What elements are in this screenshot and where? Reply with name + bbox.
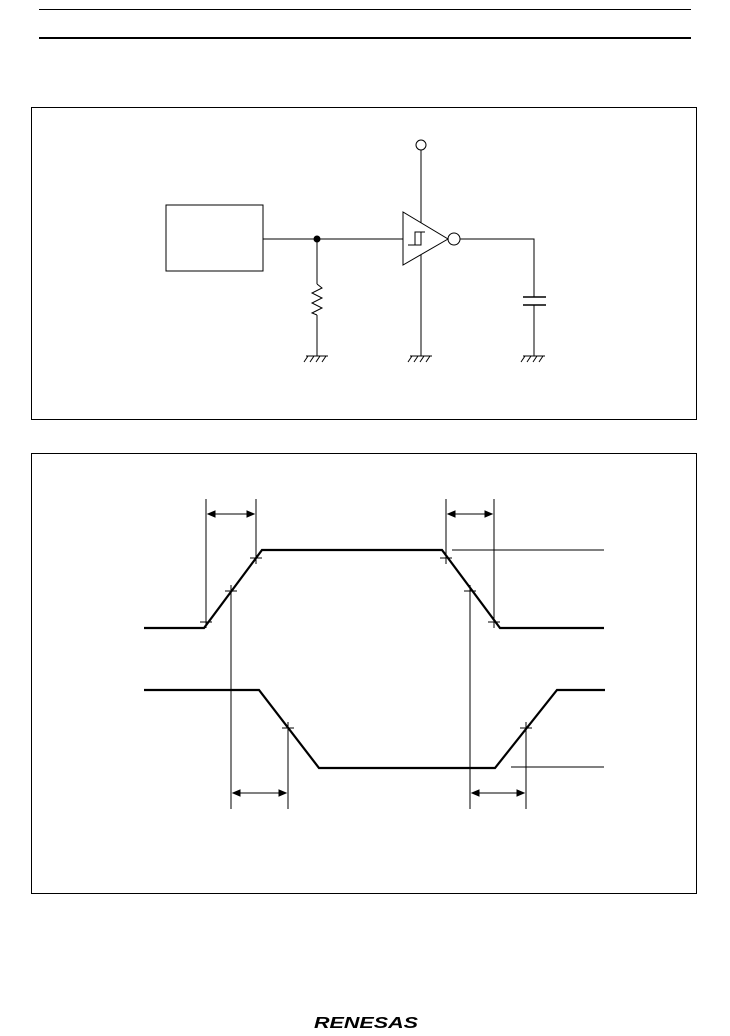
- header-thin-rule: [39, 9, 691, 10]
- rise-time-dimension: [206, 510, 256, 518]
- timing-diagram: [144, 499, 605, 809]
- resistor-icon: [310, 239, 324, 356]
- renesas-logo: RENESAS: [314, 1015, 418, 1032]
- inverter-bubble: [447, 232, 461, 246]
- timing-figure-frame: [31, 453, 697, 894]
- supply-terminal: [415, 139, 427, 151]
- fall-time-dimension: [446, 510, 494, 518]
- header-thick-rule: [39, 37, 691, 39]
- schmitt-hysteresis-icon: [408, 231, 425, 246]
- capacitor-icon: [523, 296, 546, 306]
- source-block: [165, 204, 264, 272]
- ground-icon: [407, 355, 432, 363]
- delay-dimension: [470, 789, 526, 797]
- ground-icon: [303, 355, 328, 363]
- crossing-ticks: [200, 552, 532, 734]
- circuit-figure-frame: [31, 107, 697, 420]
- delay-dimension: [231, 789, 288, 797]
- extension-lines: [205, 499, 527, 809]
- schmitt-inverter: [402, 211, 449, 266]
- renesas-logo-text: RENESAS: [314, 1015, 418, 1032]
- output-wire: [460, 238, 535, 297]
- output-waveform: [144, 688, 605, 770]
- ground-icon: [520, 355, 545, 363]
- input-waveform: [144, 548, 604, 630]
- circuit-diagram: [165, 139, 546, 363]
